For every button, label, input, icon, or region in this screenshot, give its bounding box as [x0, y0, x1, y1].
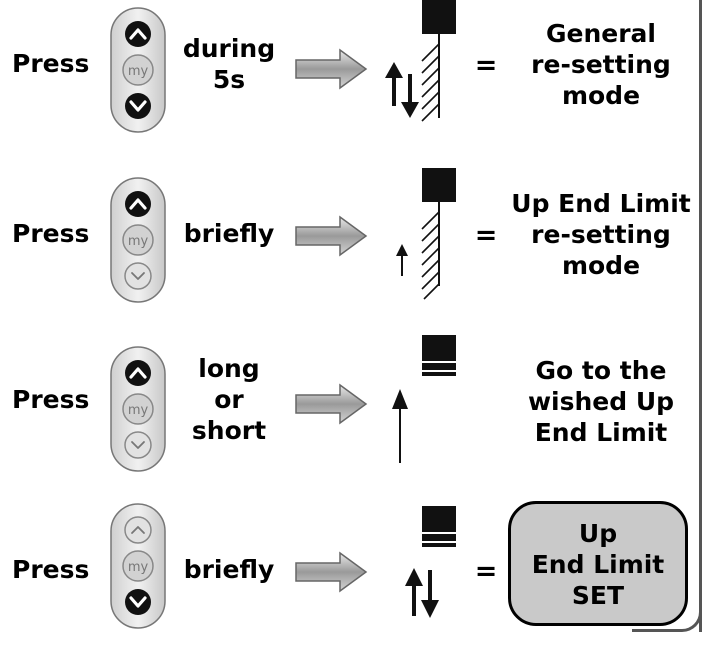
- my-button[interactable]: my: [122, 550, 154, 582]
- motor-icon: [392, 335, 456, 463]
- remote-control: my: [110, 346, 166, 472]
- my-button-label: my: [128, 560, 149, 575]
- up-end-limit-set-box: Up End Limit SET: [508, 501, 688, 626]
- result-line: Go to the: [535, 356, 667, 385]
- motor-hatched-icon: [385, 0, 456, 122]
- up-button[interactable]: [125, 360, 151, 386]
- result-text: Up End Limit re-setting mode: [508, 188, 694, 281]
- result-line: End Limit: [531, 550, 665, 579]
- my-button-label: my: [128, 403, 149, 418]
- action-line: long: [198, 354, 260, 383]
- result-line: General: [546, 19, 656, 48]
- action-line: short: [191, 416, 267, 445]
- remote-control: my: [110, 177, 166, 303]
- my-button[interactable]: my: [122, 224, 154, 256]
- result-line: mode: [561, 81, 641, 110]
- press-label: Press: [12, 49, 90, 78]
- down-button[interactable]: [124, 262, 152, 290]
- action-text: long or short: [182, 353, 276, 446]
- right-arrow-icon: [295, 383, 368, 425]
- result-line: wished Up: [527, 387, 675, 416]
- step-row-up-end-limit-reset: Press my briefly: [0, 168, 704, 318]
- down-button[interactable]: [124, 431, 152, 459]
- result-line: mode: [561, 251, 641, 280]
- up-button[interactable]: [124, 516, 152, 544]
- right-arrow-icon: [295, 551, 368, 593]
- up-down-arrows-icon: [385, 62, 419, 118]
- up-arrow-icon: [396, 244, 408, 276]
- my-button[interactable]: my: [122, 393, 154, 425]
- down-up-arrows-icon: [405, 568, 439, 618]
- result-line: SET: [571, 581, 625, 610]
- result-line: Up End Limit: [511, 189, 691, 218]
- action-line: 5s: [212, 65, 246, 94]
- remote-control: my: [110, 7, 166, 133]
- result-text: Up End Limit SET: [511, 518, 685, 611]
- motor-hatched-icon: [396, 168, 456, 300]
- press-label: Press: [12, 555, 90, 584]
- long-up-arrow-icon: [392, 389, 408, 463]
- step-row-up-end-limit-set: Press my briefly =: [0, 500, 704, 650]
- my-button-label: my: [128, 64, 149, 79]
- down-button[interactable]: [125, 589, 151, 615]
- result-text: Go to the wished Up End Limit: [508, 355, 694, 448]
- motor-icon: [405, 506, 456, 618]
- remote-control: my: [110, 503, 166, 629]
- result-line: End Limit: [534, 418, 668, 447]
- equals-sign: =: [474, 220, 498, 251]
- result-line: Up: [578, 519, 618, 548]
- action-text: briefly: [182, 218, 276, 249]
- press-label: Press: [12, 385, 90, 414]
- equals-sign: =: [474, 556, 498, 587]
- step-row-go-to-up-end-limit: Press my long or short Go to the: [0, 335, 704, 485]
- up-button[interactable]: [125, 191, 151, 217]
- frame-edge: [699, 0, 702, 632]
- my-button[interactable]: my: [122, 54, 154, 86]
- press-label: Press: [12, 219, 90, 248]
- action-text: during 5s: [182, 33, 276, 95]
- action-line: or: [214, 385, 244, 414]
- action-line: briefly: [183, 219, 275, 248]
- right-arrow-icon: [295, 215, 368, 257]
- result-line: re-setting: [531, 220, 671, 249]
- action-line: briefly: [183, 555, 275, 584]
- down-button[interactable]: [125, 93, 151, 119]
- right-arrow-icon: [295, 48, 368, 90]
- result-line: re-setting: [531, 50, 671, 79]
- step-row-general-reset: Press my during 5s: [0, 0, 704, 150]
- result-text: General re-setting mode: [508, 18, 694, 111]
- equals-sign: =: [474, 50, 498, 81]
- up-button[interactable]: [125, 21, 151, 47]
- action-line: during: [182, 34, 276, 63]
- action-text: briefly: [182, 554, 276, 585]
- my-button-label: my: [128, 234, 149, 249]
